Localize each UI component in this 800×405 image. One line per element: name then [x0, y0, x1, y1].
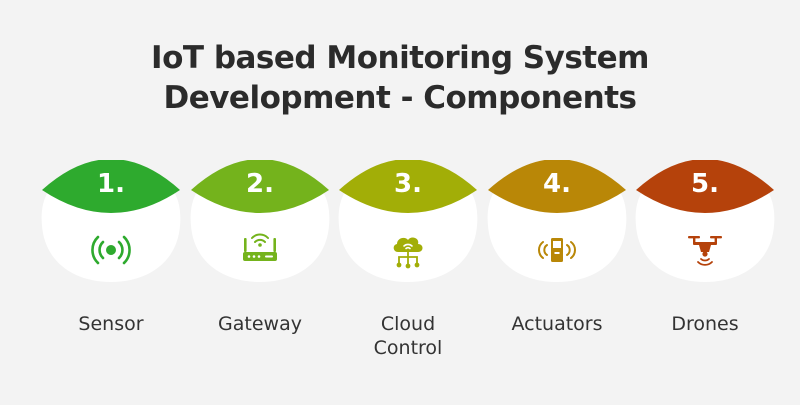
router-icon [235, 230, 285, 270]
actuator-icon [532, 230, 582, 270]
component-label: Actuators [511, 313, 603, 335]
badge: 3. [337, 160, 479, 286]
component-card-actuators: 4. Actuators [486, 160, 628, 405]
component-label: Cloud Control [373, 313, 443, 359]
component-card-sensor: 1. Sensor [40, 160, 182, 405]
component-card-drones: 5. Drones [634, 160, 776, 405]
component-label: Drones [671, 313, 739, 335]
page-title: IoT based Monitoring System Development … [0, 38, 800, 118]
badge: 4. [486, 160, 628, 286]
badge-leaf [339, 160, 477, 213]
step-number: 2. [246, 169, 274, 199]
badge-leaf [42, 160, 180, 213]
badge: 5. [634, 160, 776, 286]
component-card-gateway: 2. G [189, 160, 331, 405]
drone-icon [680, 230, 730, 270]
step-number: 1. [97, 169, 125, 199]
component-label: Sensor [78, 313, 144, 335]
step-number: 4. [543, 169, 571, 199]
step-number: 5. [691, 169, 719, 199]
title-line-1: IoT based Monitoring System [151, 40, 649, 76]
component-label: Gateway [218, 313, 302, 335]
badge: 2. [189, 160, 331, 286]
sensor-icon [86, 230, 136, 270]
badge-leaf [636, 160, 774, 213]
title-line-2: Development - Components [163, 80, 637, 116]
cloud-network-icon [383, 230, 433, 270]
badge: 1. [40, 160, 182, 286]
step-number: 3. [394, 169, 422, 199]
badge-leaf [488, 160, 626, 213]
badge-leaf [191, 160, 329, 213]
component-card-cloud-control: 3. Cloud Co [337, 160, 479, 405]
